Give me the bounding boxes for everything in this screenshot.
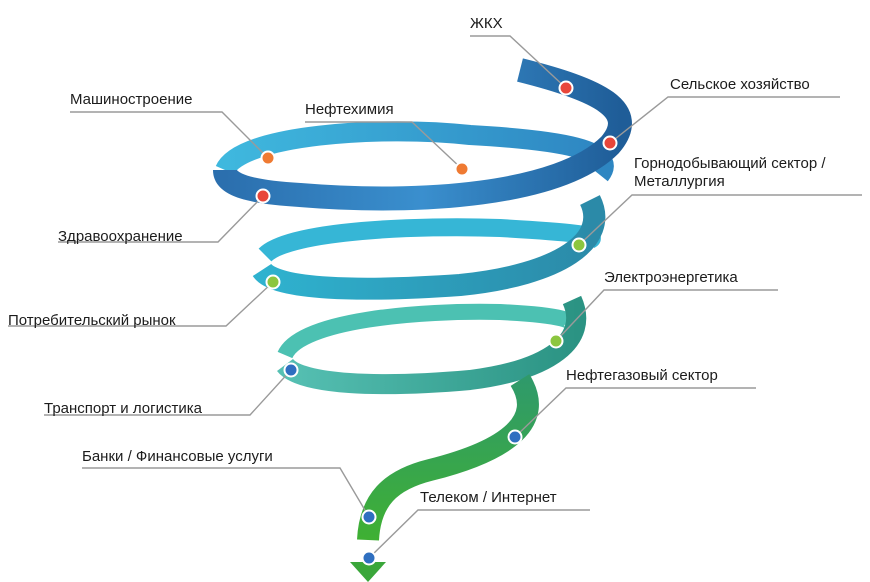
label-mining-line1: Горнодобывающий сектор / bbox=[634, 155, 826, 173]
dot-neftekhim bbox=[456, 163, 469, 176]
label-energy: Электроэнергетика bbox=[604, 269, 738, 287]
dot-mining bbox=[573, 239, 586, 252]
dot-health bbox=[257, 190, 270, 203]
leader-telecom bbox=[369, 510, 590, 558]
label-telecom: Телеком / Интернет bbox=[420, 489, 557, 507]
label-oilgas: Нефтегазовый сектор bbox=[566, 367, 718, 385]
dot-transport bbox=[285, 364, 298, 377]
dot-oilgas bbox=[509, 431, 522, 444]
leader-agri bbox=[610, 97, 840, 143]
label-zhkh: ЖКХ bbox=[470, 15, 503, 33]
label-mining: Горнодобывающий сектор / Металлургия bbox=[634, 155, 826, 191]
dot-energy bbox=[550, 335, 563, 348]
dot-agri bbox=[604, 137, 617, 150]
dot-zhkh bbox=[560, 82, 573, 95]
dot-banks bbox=[363, 511, 376, 524]
label-transport: Транспорт и логистика bbox=[44, 400, 202, 418]
label-neftekhim: Нефтехимия bbox=[305, 101, 394, 119]
dot-consumer bbox=[267, 276, 280, 289]
dot-mashin bbox=[262, 152, 275, 165]
leader-mining bbox=[579, 195, 862, 245]
label-mashin: Машиностроение bbox=[70, 91, 192, 109]
label-agri: Сельское хозяйство bbox=[670, 76, 810, 94]
label-mining-line2: Металлургия bbox=[634, 173, 826, 191]
dot-telecom bbox=[363, 552, 376, 565]
label-health: Здравоохранение bbox=[58, 228, 183, 246]
leader-energy bbox=[556, 290, 778, 341]
leader-oilgas bbox=[515, 388, 756, 437]
label-banks: Банки / Финансовые услуги bbox=[82, 448, 273, 466]
leader-banks bbox=[82, 468, 369, 517]
label-consumer: Потребительский рынок bbox=[8, 312, 176, 330]
